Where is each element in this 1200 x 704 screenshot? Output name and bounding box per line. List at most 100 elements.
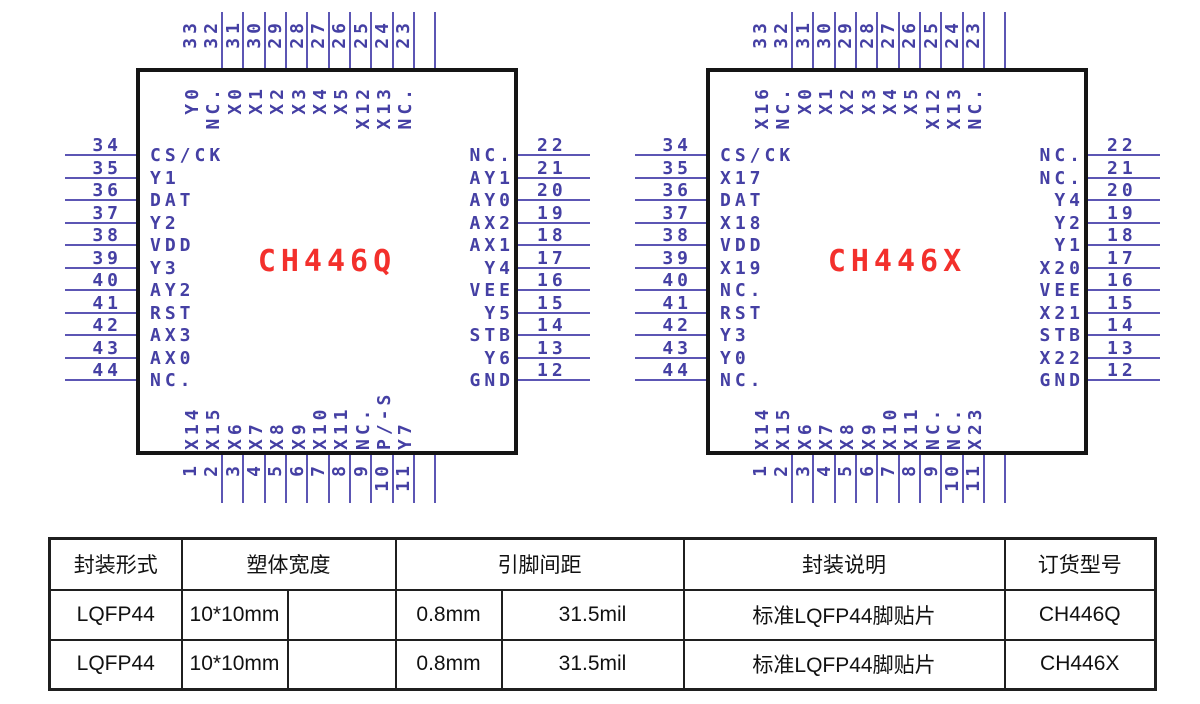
pin-number: 2 <box>771 462 793 477</box>
pin-line <box>854 12 857 68</box>
pin-label: X10 <box>879 405 901 450</box>
pin-line <box>961 455 964 503</box>
pin-label: Y1 <box>150 167 180 189</box>
pin-line <box>327 12 330 68</box>
pin-label: VEE <box>469 280 514 301</box>
pin-line <box>812 455 815 503</box>
pin-number: 41 <box>92 292 122 314</box>
pin-label: RST <box>720 302 765 324</box>
pin-line <box>263 12 266 68</box>
pin-number: 22 <box>1107 135 1137 156</box>
pin-label: X16 <box>752 85 773 130</box>
pin-line <box>1004 12 1007 68</box>
pin-line <box>635 289 706 291</box>
pin-label: NC. <box>943 405 965 450</box>
pin-line <box>876 12 879 68</box>
table-cell: 0.8mm <box>394 638 503 691</box>
pin-line <box>518 266 590 269</box>
chip-title: CH446Q <box>257 244 397 279</box>
pin-label: NC. <box>203 85 225 130</box>
pin-number: 15 <box>1107 292 1137 314</box>
pin-label: Y3 <box>720 325 750 346</box>
pin-number: 42 <box>662 315 692 336</box>
chip-body <box>706 68 1088 455</box>
pin-line <box>65 311 136 314</box>
pin-number: 8 <box>329 462 351 477</box>
pin-line <box>940 12 943 68</box>
pin-label: X0 <box>794 85 816 115</box>
pin-label: X6 <box>794 420 816 450</box>
pin-label: Y0 <box>720 347 750 369</box>
pin-line <box>1088 154 1160 156</box>
pin-number: 11 <box>393 462 415 492</box>
table-header-cell: 封装说明 <box>682 537 1006 591</box>
pin-line <box>635 176 706 179</box>
pin-number: 36 <box>662 180 692 201</box>
pin-number: 19 <box>537 202 567 224</box>
pin-line <box>918 455 921 503</box>
pin-line <box>635 221 706 224</box>
pin-line <box>897 455 900 503</box>
pin-number: 21 <box>537 157 567 179</box>
pin-label: X1 <box>815 85 837 115</box>
pin-line <box>518 221 590 224</box>
pin-number: 7 <box>877 462 899 477</box>
pin-label: NC. <box>720 280 765 301</box>
pin-number: 29 <box>835 19 857 49</box>
pin-line <box>434 12 437 68</box>
pin-number: 1 <box>180 462 201 477</box>
pin-number: 22 <box>537 135 567 156</box>
pin-label: DAT <box>150 190 195 211</box>
pin-number: 28 <box>856 19 878 49</box>
pin-label: X5 <box>331 85 353 115</box>
table-header-cell: 封装形式 <box>48 537 183 591</box>
pin-line <box>412 12 415 68</box>
pin-line <box>1088 244 1160 246</box>
table-cell: CH446Q <box>1003 588 1157 641</box>
pin-label: X15 <box>773 405 795 450</box>
table-cell: 10*10mm <box>180 588 289 641</box>
pin-line <box>1088 199 1160 201</box>
pin-label: NC. <box>1039 145 1084 166</box>
pin-line <box>221 455 223 503</box>
pin-line <box>65 356 136 359</box>
pin-number: 43 <box>92 337 122 359</box>
pin-number: 12 <box>1107 360 1137 381</box>
pin-number: 42 <box>92 315 122 336</box>
pin-number: 6 <box>286 462 308 477</box>
pin-line <box>65 221 136 224</box>
pin-label: X21 <box>1039 302 1084 324</box>
table-cell: 10*10mm <box>180 638 289 691</box>
pin-label: X2 <box>267 85 289 115</box>
pin-label: X1 <box>245 85 267 115</box>
pin-line <box>635 379 706 381</box>
pin-number: 25 <box>920 19 942 49</box>
pin-number: 17 <box>537 247 567 269</box>
pin-number: 20 <box>1107 180 1137 201</box>
pin-line <box>833 455 836 503</box>
pin-label: X4 <box>879 85 901 115</box>
pin-number: 10 <box>941 462 963 492</box>
pin-label: AY2 <box>150 280 195 301</box>
pin-line <box>65 266 136 269</box>
pin-line <box>434 455 437 503</box>
pin-number: 38 <box>662 225 692 246</box>
pin-number: 3 <box>792 462 814 477</box>
pin-number: 16 <box>1107 270 1137 291</box>
pin-number: 30 <box>813 19 835 49</box>
pin-number: 20 <box>537 180 567 201</box>
pin-label: X14 <box>182 405 203 450</box>
pin-number: 28 <box>286 19 308 49</box>
pin-label: X5 <box>901 85 923 115</box>
pin-line <box>65 176 136 179</box>
pin-number: 9 <box>920 462 942 477</box>
pin-label: X14 <box>752 405 773 450</box>
table-header-cell: 订货型号 <box>1003 537 1157 591</box>
pin-label: X0 <box>224 85 246 115</box>
pin-line <box>918 12 921 68</box>
pin-label: Y1 <box>1054 235 1084 256</box>
pin-line <box>518 356 590 359</box>
pin-line <box>65 154 136 156</box>
